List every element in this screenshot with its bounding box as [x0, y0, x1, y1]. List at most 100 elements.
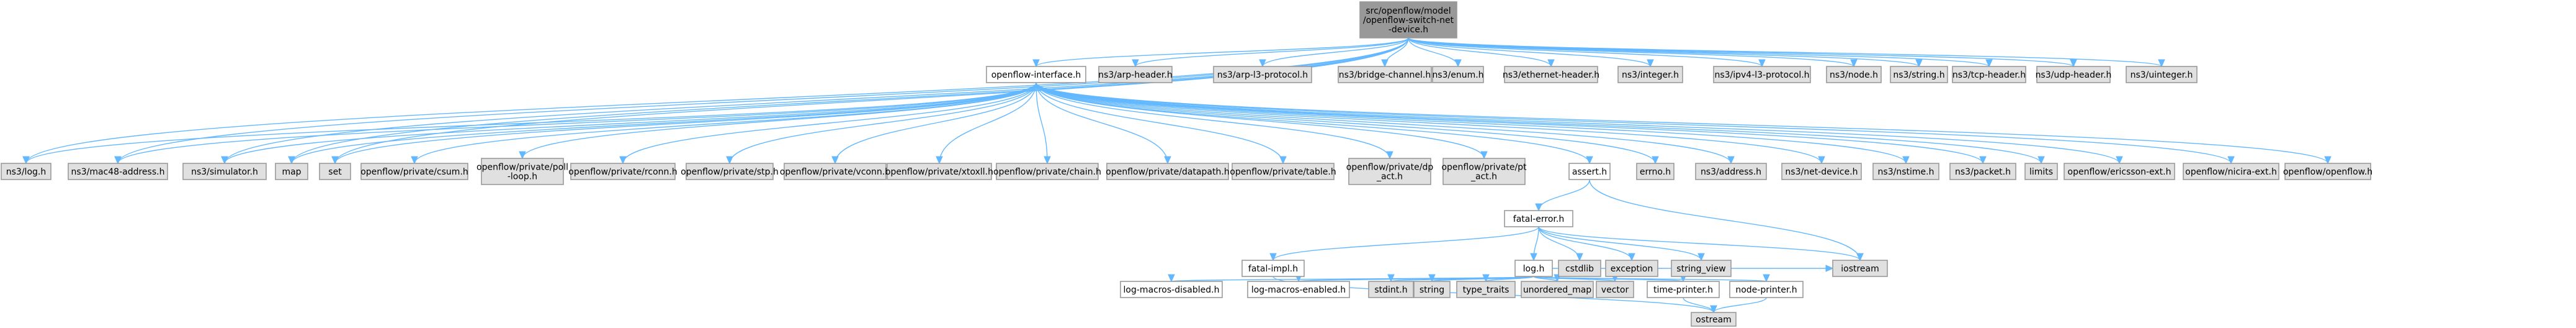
node-box — [1605, 260, 1658, 277]
node-enum: ns3/enum.h — [1432, 66, 1484, 83]
node-label: openflow/private/dp — [1346, 163, 1434, 173]
node-ericsson: openflow/ericsson-ext.h — [2064, 163, 2175, 180]
edge-assert-to-fatal — [1539, 179, 1590, 211]
node-box — [2183, 163, 2279, 180]
edge-root-to-mac48 — [118, 37, 1409, 163]
edge-ofi-to-dpact — [1035, 82, 1390, 158]
node-ttraits: type_traits — [1456, 281, 1516, 298]
node-box — [1514, 260, 1553, 277]
node-eth: ns3/ethernet-header.h — [1503, 66, 1599, 83]
edge-ofi-to-nstime — [1035, 82, 1906, 163]
node-log[interactable]: log.h — [1514, 260, 1553, 277]
node-nicira: openflow/nicira-ext.h — [2183, 163, 2279, 180]
node-label: openflow/private/csum.h — [360, 167, 468, 177]
node-poll: openflow/private/poll-loop.h — [476, 158, 568, 185]
node-label: set — [328, 167, 342, 177]
node-label: /openflow-switch-net — [1363, 16, 1454, 25]
node-arp: ns3/arp-header.h — [1098, 66, 1173, 83]
edge-ofi-to-set — [335, 82, 1037, 163]
node-box — [1338, 66, 1432, 83]
node-box — [275, 163, 308, 180]
node-layer: src/openflow/model/openflow-switch-net-d… — [1, 1, 2373, 327]
edge-root-to-enum — [1408, 37, 1458, 66]
node-set: set — [319, 163, 351, 180]
edge-ofi-to-map — [292, 82, 1037, 163]
node-box — [1504, 210, 1573, 227]
node-map: map — [275, 163, 308, 180]
node-label: ns3/uinteger.h — [2131, 70, 2193, 80]
node-label: ns3/string.h — [1893, 70, 1944, 80]
node-fatal[interactable]: fatal-error.h — [1504, 210, 1573, 227]
node-box — [1213, 66, 1312, 83]
edge-ofi-to-datapath — [1035, 82, 1168, 163]
node-box — [1098, 66, 1173, 83]
node-fimpl[interactable]: fatal-impl.h — [1241, 260, 1305, 277]
node-box — [1890, 66, 1948, 83]
node-box — [887, 163, 992, 180]
edge-root-to-integer — [1408, 37, 1650, 66]
edge-ofi-to-assert — [1035, 82, 1590, 163]
node-box — [1413, 281, 1451, 298]
node-lme[interactable]: log-macros-enabled.h — [1247, 281, 1350, 298]
edge-ofi-to-openflow — [1035, 82, 2328, 163]
node-box — [1456, 281, 1516, 298]
edge-ofi-to-table — [1035, 82, 1283, 163]
edge-ofi-to-ericsson — [1035, 82, 2119, 163]
node-box — [1636, 163, 1675, 180]
node-dpact: openflow/private/dp_act.h — [1346, 158, 1434, 185]
node-packet: ns3/packet.h — [1949, 163, 2016, 180]
edge-root-to-logh — [26, 37, 1409, 163]
node-tprinter[interactable]: time-printer.h — [1647, 281, 1720, 298]
node-netdev: ns3/net-device.h — [1781, 163, 1862, 180]
edge-root-to-string — [1408, 37, 1919, 66]
node-nprinter[interactable]: node-printer.h — [1729, 281, 1804, 298]
node-bridge: ns3/bridge-channel.h — [1338, 66, 1432, 83]
node-label: -device.h — [1389, 25, 1428, 35]
node-label: iostream — [1841, 264, 1879, 274]
edge-root-to-udp — [1408, 37, 2073, 66]
node-box — [2284, 163, 2371, 180]
node-arpl3: ns3/arp-l3-protocol.h — [1213, 66, 1312, 83]
edge-ofi-to-mac48 — [118, 82, 1037, 163]
node-box — [1521, 281, 1594, 298]
node-root[interactable]: src/openflow/model/openflow-switch-net-d… — [1359, 1, 1457, 39]
node-box — [1568, 163, 1611, 180]
node-label: ns3/ethernet-header.h — [1503, 70, 1599, 80]
node-label: assert.h — [1572, 167, 1607, 177]
node-label: ns3/ipv4-l3-protocol.h — [1714, 70, 1809, 80]
node-assert[interactable]: assert.h — [1568, 163, 1611, 180]
node-umap: unordered_map — [1521, 281, 1594, 298]
edge-fatal-to-iostream — [1538, 226, 1860, 260]
node-ptact: openflow/private/pt_act.h — [1441, 158, 1527, 185]
node-label: openflow/private/stp.h — [681, 167, 779, 177]
node-box — [1106, 163, 1229, 180]
node-mac48: ns3/mac48-address.h — [68, 163, 168, 180]
node-box — [986, 66, 1086, 83]
node-box — [1442, 158, 1526, 185]
edge-ofi-to-nicira — [1035, 82, 2231, 163]
node-label: ns3/mac48-address.h — [71, 167, 165, 177]
node-uinteger: ns3/uinteger.h — [2126, 66, 2198, 83]
node-box — [1348, 158, 1431, 185]
node-label: ns3/bridge-channel.h — [1339, 70, 1431, 80]
edge-root-to-eth — [1408, 37, 1551, 66]
node-box — [1558, 260, 1601, 277]
node-box — [1504, 66, 1598, 83]
node-label: type_traits — [1463, 285, 1509, 295]
node-label: -loop.h — [508, 172, 537, 182]
edge-root-to-uinteger — [1408, 37, 2162, 66]
edge-fatal-to-cstdlib — [1538, 226, 1580, 260]
node-box — [2024, 163, 2058, 180]
edge-fatal-to-sview — [1538, 226, 1701, 260]
node-ofi[interactable]: openflow-interface.h — [986, 66, 1086, 83]
edge-layer — [26, 37, 2328, 312]
node-ipv4: ns3/ipv4-l3-protocol.h — [1713, 66, 1811, 83]
node-label: openflow/ericsson-ext.h — [2068, 167, 2171, 177]
node-box — [1241, 260, 1305, 277]
node-label: vector — [1601, 285, 1629, 295]
node-box — [2064, 163, 2175, 180]
node-lmd[interactable]: log-macros-disabled.h — [1120, 281, 1223, 298]
edge-log-to-ttraits — [1486, 276, 1534, 281]
edge-ofi-to-address — [1035, 82, 1731, 163]
node-label: openflow/nicira-ext.h — [2185, 167, 2277, 177]
